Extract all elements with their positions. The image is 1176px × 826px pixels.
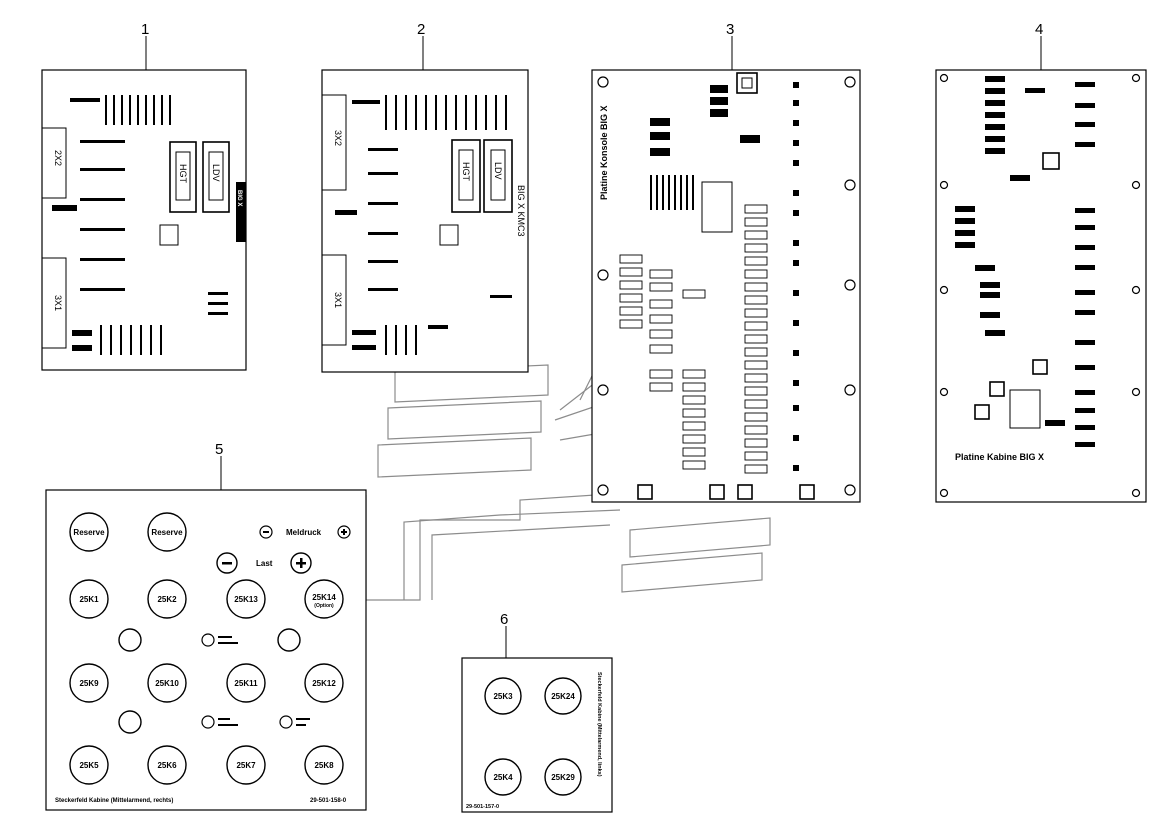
button-25k12 xyxy=(304,663,344,703)
panel4-title: Platine Kabine BIG X xyxy=(955,452,1044,462)
panel1-relay-hgt: HGT xyxy=(178,164,188,184)
panel1-connector-top: 2X2 xyxy=(53,150,63,166)
callout-6: 6 xyxy=(500,611,508,628)
button-25k13 xyxy=(226,579,266,619)
button-25k11 xyxy=(226,663,266,703)
panel1-connector-bottom: 3X1 xyxy=(53,295,63,311)
blank-button-1 xyxy=(118,628,142,652)
callout-4: 4 xyxy=(1035,21,1043,38)
indicator-3 xyxy=(279,715,293,729)
label-25k24: 25K24 xyxy=(551,692,575,701)
label-25k6: 25K6 xyxy=(157,761,177,770)
panel5-footer-left: Steckerfeld Kabine (Mittelarmend, rechts… xyxy=(55,798,173,804)
minus-icon xyxy=(216,552,238,574)
panel6-footer: 29-501-157-0 xyxy=(466,804,499,810)
plus-small-icon xyxy=(337,525,351,539)
indicator-1 xyxy=(201,633,215,647)
panel3-title: Platine Konsole BIG X xyxy=(599,105,609,200)
reserve-label-1: Reserve xyxy=(73,528,105,537)
blank-button-3 xyxy=(118,710,142,734)
label-25k10: 25K10 xyxy=(155,679,179,688)
button-25k14 xyxy=(304,579,344,619)
panel-4: Platine Kabine BIG X xyxy=(935,69,1147,503)
indicator-2 xyxy=(201,715,215,729)
label-25k7: 25K7 xyxy=(236,761,256,770)
label-25k11: 25K11 xyxy=(234,679,258,688)
panel6-side-label: Steckerfeld Kabine (Mittelarmend, links) xyxy=(596,672,602,777)
callout-1: 1 xyxy=(141,21,149,38)
panel2-relay-hgt: HGT xyxy=(461,162,471,182)
panel2-connector-bottom: 3X1 xyxy=(333,292,343,308)
panel2-side-label: BIG X KMC3 xyxy=(516,185,526,237)
button-25k8 xyxy=(304,745,344,785)
label-25k1: 25K1 xyxy=(79,595,99,604)
label-25k29: 25K29 xyxy=(551,773,575,782)
label-25k2: 25K2 xyxy=(157,595,177,604)
label-25k14: 25K14 xyxy=(312,593,336,602)
button-25k9 xyxy=(69,663,109,703)
label-25k12: 25K12 xyxy=(312,679,336,688)
label-25k13: 25K13 xyxy=(234,595,258,604)
panel-1: 2X2 3X1 HGT LDV BIG X xyxy=(41,69,247,371)
label-25k5: 25K5 xyxy=(79,761,99,770)
load-label: Last xyxy=(256,559,273,568)
panel1-relay-ldv: LDV xyxy=(211,164,221,182)
callouts: 1 2 3 4 5 6 xyxy=(141,21,1043,658)
button-25k7 xyxy=(226,745,266,785)
plus-icon xyxy=(290,552,312,574)
minus-small-icon xyxy=(259,525,273,539)
label-25k8: 25K8 xyxy=(314,761,334,770)
reserve-button-2 xyxy=(147,512,187,552)
button-25k10 xyxy=(147,663,187,703)
panel2-relay-ldv: LDV xyxy=(493,162,503,180)
button-25k6 xyxy=(147,745,187,785)
reserve-button-1 xyxy=(69,512,109,552)
button-25k29 xyxy=(544,758,582,796)
panel5-footer-right: 29-501-158-0 xyxy=(310,798,347,804)
button-25k4 xyxy=(484,758,522,796)
panel1-side-label: BIG X xyxy=(236,190,242,206)
button-25k5 xyxy=(69,745,109,785)
panel-6: 25K3 25K24 25K4 25K29 Steckerfeld Kabine… xyxy=(461,657,613,813)
button-25k1 xyxy=(69,579,109,619)
button-25k24 xyxy=(544,677,582,715)
callout-3: 3 xyxy=(726,21,734,38)
button-25k2 xyxy=(147,579,187,619)
option-label: (Option) xyxy=(314,603,334,609)
callout-2: 2 xyxy=(417,21,425,38)
panel-5: Reserve Reserve Meldruck Last 25K1 25K2 … xyxy=(45,489,367,811)
pressure-label: Meldruck xyxy=(286,528,322,537)
label-25k3: 25K3 xyxy=(493,692,513,701)
reserve-label-2: Reserve xyxy=(151,528,183,537)
blank-button-2 xyxy=(277,628,301,652)
panel2-connector-top: 3X2 xyxy=(333,130,343,146)
panel-3: Platine Konsole BIG X xyxy=(591,69,861,503)
callout-5: 5 xyxy=(215,441,223,458)
label-25k9: 25K9 xyxy=(79,679,99,688)
label-25k4: 25K4 xyxy=(493,773,513,782)
button-25k3 xyxy=(484,677,522,715)
panel-2: 3X2 3X1 HGT LDV BIG X KMC3 xyxy=(321,69,529,373)
